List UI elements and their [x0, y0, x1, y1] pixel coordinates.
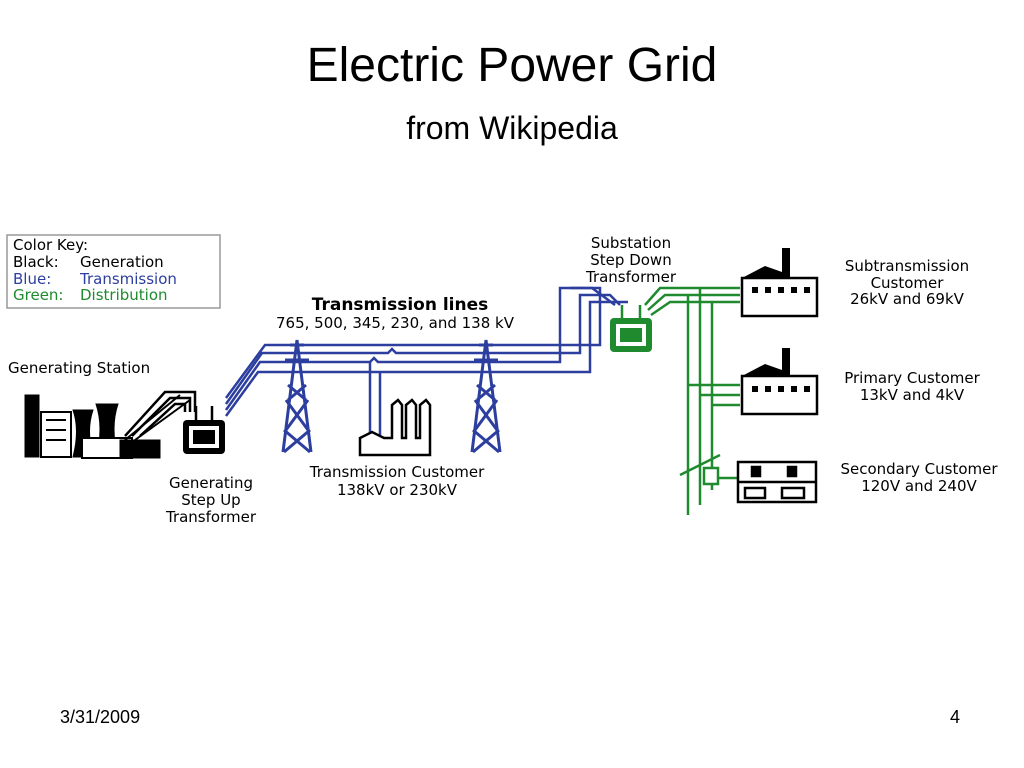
secondary-customer-label-line1: Secondary Customer — [840, 460, 998, 478]
legend-value-generation: Generation — [80, 253, 164, 271]
step-down-transformer-icon — [610, 305, 652, 352]
secondary-customer-label-line2: 120V and 240V — [861, 477, 977, 495]
subtransmission-label-line2: Customer — [871, 274, 945, 292]
step-up-label-line1: Generating — [169, 474, 253, 492]
substation-label-line3: Transformer — [585, 268, 677, 286]
transmission-voltages-label: 765, 500, 345, 230, and 138 kV — [276, 314, 515, 332]
generating-station-icon — [24, 394, 191, 459]
primary-customer-label-line1: Primary Customer — [844, 369, 980, 387]
step-up-transformer-icon — [183, 406, 225, 454]
substation-label-line1: Substation — [591, 234, 671, 252]
distribution-lines — [644, 286, 740, 515]
transmission-customer-label-line1: Transmission Customer — [309, 463, 485, 481]
primary-customer-label-line2: 13kV and 4kV — [860, 386, 965, 404]
legend-value-transmission: Transmission — [79, 270, 177, 288]
transmission-tower-2-icon — [470, 339, 502, 454]
transmission-lines-label: Transmission lines — [312, 295, 489, 315]
primary-customer-factory-icon — [740, 348, 819, 416]
legend-key-blue: Blue: — [13, 270, 51, 288]
step-up-label-line3: Transformer — [165, 508, 257, 526]
legend-value-distribution: Distribution — [80, 286, 168, 304]
secondary-customer-house-icon — [736, 460, 818, 504]
step-up-label-line2: Step Up — [181, 491, 240, 509]
slide-page-number: 4 — [950, 707, 961, 727]
transmission-customer-factory-icon — [358, 362, 432, 457]
generation-lines — [124, 390, 197, 437]
slide-subtitle: from Wikipedia — [406, 110, 618, 146]
subtransmission-label-line3: 26kV and 69kV — [850, 290, 965, 308]
generating-station-label: Generating Station — [8, 359, 150, 377]
transmission-tower-1-icon — [281, 339, 313, 454]
subtransmission-customer-factory-icon — [740, 248, 819, 318]
substation-label-line2: Step Down — [590, 251, 671, 269]
color-key-legend: Color Key: Black: Generation Blue: Trans… — [6, 234, 221, 309]
legend-heading: Color Key: — [13, 236, 88, 254]
legend-key-black: Black: — [13, 253, 59, 271]
slide-title: Electric Power Grid — [306, 39, 718, 92]
transmission-customer-label-line2: 138kV or 230kV — [337, 481, 458, 499]
transmission-lines — [224, 286, 628, 417]
subtransmission-label-line1: Subtransmission — [845, 257, 969, 275]
legend-key-green: Green: — [13, 286, 63, 304]
slide-date: 3/31/2009 — [60, 707, 141, 727]
